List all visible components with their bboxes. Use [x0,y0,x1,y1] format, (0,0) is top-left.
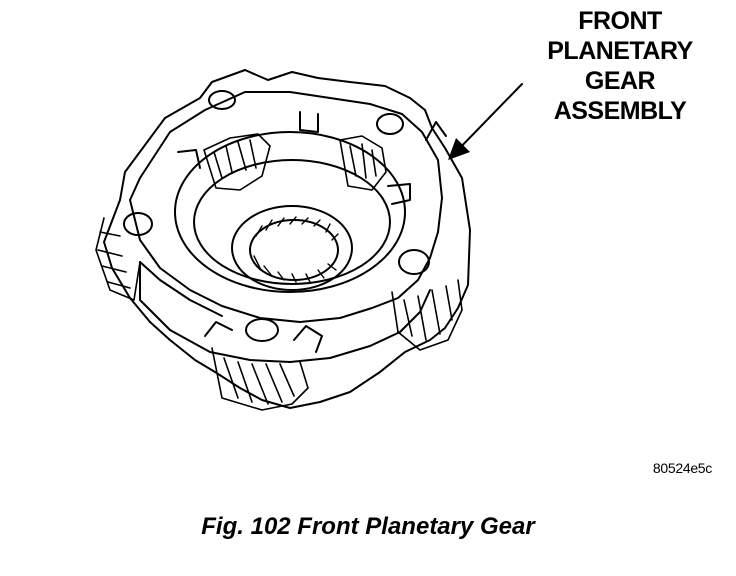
bolt-hole [123,212,153,236]
callout-line-2: PLANETARY [547,37,693,65]
face-notch [425,121,447,141]
hub-bore [249,219,339,281]
face-notch [204,321,233,337]
callout-line-1: FRONT [578,7,662,35]
planet-gear-right [339,135,387,191]
hub-outer [231,205,353,291]
carrier-face [129,91,443,323]
hub-housing-outer [174,131,406,293]
callout-line-3: GEAR [584,67,656,95]
carrier-edge [139,261,431,363]
figure-code: 80524e5c [652,460,712,476]
leader-arrowhead [448,138,470,160]
callout-line-4: ASSEMBLY [553,97,687,125]
bolt-hole [398,249,430,275]
hub-splines [253,216,339,283]
planet-gear-top [203,133,271,191]
bolt-hole [208,90,236,110]
planet-gear-bottom [211,347,309,411]
bolt-hole [245,318,279,342]
bolt-hole [376,113,404,135]
hub-housing-inner [193,159,391,285]
leader-line [451,83,523,157]
planet-gear-left [95,217,141,301]
carrier-outline [103,69,471,409]
hub-tab [177,149,201,169]
figure-caption: Fig. 102 Front Planetary Gear [201,513,535,540]
face-notch [293,325,323,353]
planet-gear-lower-right [391,279,463,351]
hub-tab [387,183,411,205]
hub-tab [299,111,319,133]
callout-label: FRONT PLANETARY GEAR ASSEMBLY [520,6,720,126]
